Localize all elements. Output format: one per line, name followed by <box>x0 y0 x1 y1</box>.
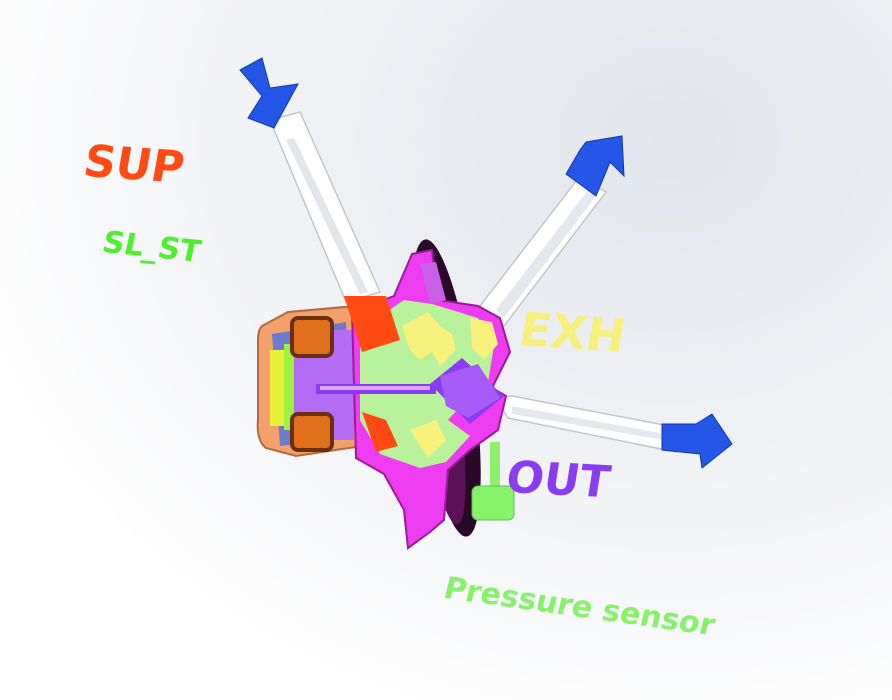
arrow-right-icon <box>661 413 733 469</box>
valve-body <box>316 248 512 550</box>
arrow-up-right-icon <box>565 135 625 197</box>
out-label: OUT <box>502 452 614 509</box>
pressure-sensor-stem <box>471 442 515 521</box>
sup-inlet-pipe <box>268 111 382 303</box>
coil-lower <box>290 412 334 452</box>
out-outlet-pipe <box>494 395 681 453</box>
sup-label: SUP <box>79 136 189 194</box>
arrow-down-right-icon <box>239 57 299 129</box>
exh-label: EXH <box>515 302 630 363</box>
coil-upper <box>290 316 334 358</box>
